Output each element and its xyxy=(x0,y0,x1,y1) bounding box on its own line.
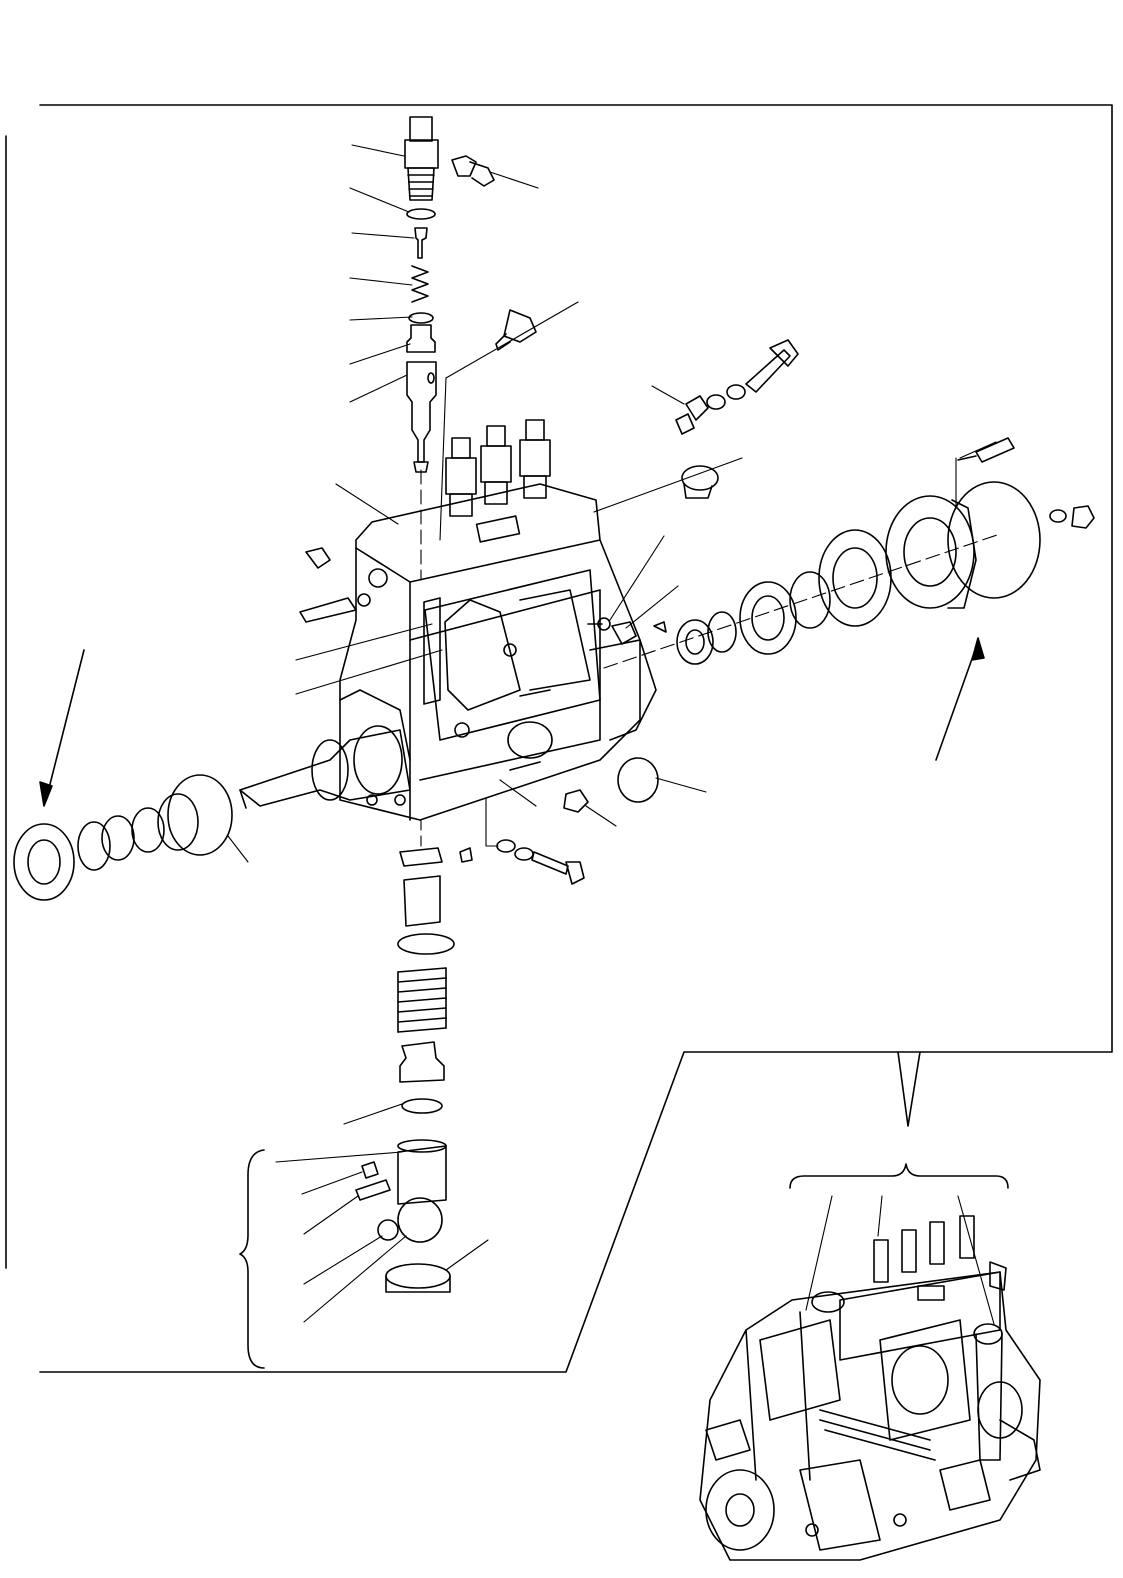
leader-lines xyxy=(228,145,1000,1322)
camshaft xyxy=(240,726,410,808)
washer-right xyxy=(1050,510,1066,522)
inset-pointer xyxy=(898,1052,920,1126)
tappet-upper xyxy=(404,876,440,926)
nut-mid xyxy=(564,790,588,812)
roller-pin xyxy=(356,1180,390,1200)
tappet-screw xyxy=(362,1162,378,1178)
ball-bearing-left xyxy=(14,824,74,900)
small-screw xyxy=(306,548,330,568)
spacer-left-2 xyxy=(102,816,134,860)
pump-housing xyxy=(340,484,656,820)
assembled-pump-inset xyxy=(700,1216,1040,1560)
bearing-cover xyxy=(886,496,976,608)
shim xyxy=(402,1099,442,1113)
arrow-left-shaft xyxy=(46,650,84,800)
group-brace-left xyxy=(240,1150,264,1368)
valve-washer xyxy=(409,313,433,323)
roller-tappet xyxy=(398,1140,446,1204)
bleeder-screw xyxy=(452,156,494,186)
lower-spring-seat xyxy=(400,1042,444,1082)
hollow-bolt xyxy=(496,310,536,350)
holder-3 xyxy=(520,420,550,498)
nameplate xyxy=(477,516,520,542)
plunger-barrel xyxy=(407,362,436,462)
spacer-left-1 xyxy=(132,808,164,852)
arrow-right-shaft xyxy=(936,642,978,760)
bracket-link xyxy=(300,598,356,622)
cover-gasket xyxy=(424,598,440,704)
holder-2 xyxy=(481,426,511,504)
o-ring-right xyxy=(948,482,1040,598)
valve-spring xyxy=(412,266,428,302)
woodruff-key xyxy=(654,622,666,632)
stud-nut xyxy=(612,622,636,644)
inset-leader-lines xyxy=(806,1196,994,1324)
tappet-guide xyxy=(386,1264,450,1292)
inset-brace-top xyxy=(790,1164,1008,1188)
o-ring-mid xyxy=(618,758,658,802)
bolt-lower xyxy=(497,840,584,884)
plunger-control-sleeve xyxy=(400,848,472,866)
main-frame xyxy=(40,105,1112,1372)
holder-1 xyxy=(446,438,476,516)
stud-pins xyxy=(510,690,550,770)
holder-seal-ring xyxy=(407,209,435,219)
oil-seal-right xyxy=(677,620,713,664)
spacer-left-3 xyxy=(78,822,110,870)
nut-right xyxy=(1072,506,1094,528)
plug xyxy=(682,466,718,498)
barrel-tip xyxy=(414,462,428,472)
oil-seal-left xyxy=(158,775,232,855)
delivery-valve-holder xyxy=(405,117,438,200)
plunger-spring xyxy=(398,968,446,1032)
spacer-ring xyxy=(708,612,736,652)
ball-bearing-right xyxy=(740,582,796,654)
valve-pin xyxy=(415,228,427,258)
delivery-valve xyxy=(407,325,435,352)
tappet-roller xyxy=(398,1198,442,1242)
cover-screw xyxy=(976,438,1014,462)
upper-spring-seat xyxy=(398,934,454,954)
bolt-with-washers xyxy=(676,340,798,434)
bearing-inner xyxy=(790,572,830,628)
roller-bushing xyxy=(378,1220,398,1240)
flange-gasket xyxy=(819,530,891,626)
